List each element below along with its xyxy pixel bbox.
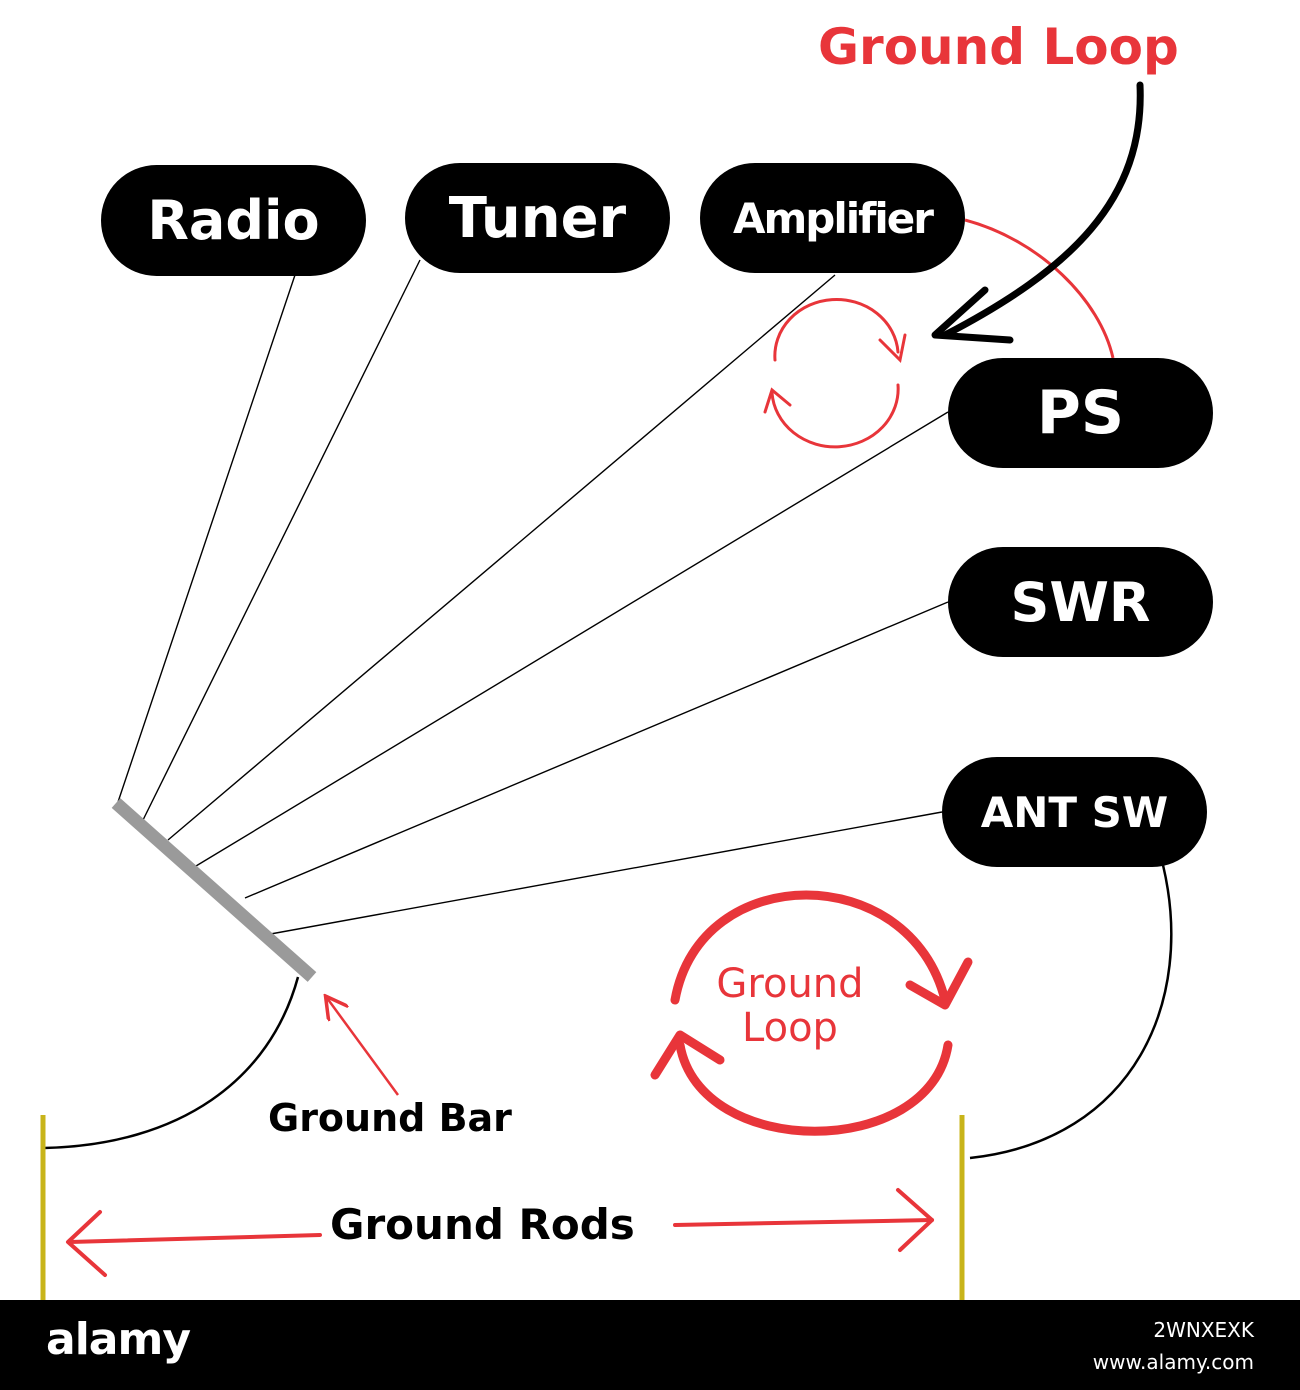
ground-rods-span-arrows [66, 1188, 934, 1277]
device-swr-label: SWR [1010, 570, 1151, 634]
wire-antsw-to-right-rod [969, 864, 1173, 1160]
ground-bar-label: Ground Bar [268, 1096, 512, 1140]
wire-swr [244, 601, 949, 899]
device-amplifier: Amplifier [700, 163, 965, 273]
wire-tuner [142, 259, 421, 821]
device-radio-label: Radio [147, 189, 320, 252]
device-tuner: Tuner [405, 163, 670, 273]
ground-bar-pointer-arrow [327, 998, 400, 1096]
device-radio: Radio [101, 165, 366, 276]
ground-loop-inner-line1: Ground [716, 961, 864, 1007]
ground-loop-inner-line2: Loop [742, 1005, 838, 1051]
wire-bar-to-left-rod [43, 976, 300, 1150]
wire-ps [195, 411, 949, 867]
wire-radio [117, 274, 296, 803]
device-ps-label: PS [1036, 378, 1125, 448]
ground-loop-inner-label: Ground Loop [690, 962, 890, 1050]
watermark-footer: alamy 2WNXEXK www.alamy.com [0, 1300, 1300, 1390]
device-ant-sw-label: ANT SW [980, 787, 1169, 837]
small-cycle-arrows-icon [763, 298, 907, 449]
watermark-logo: alamy [46, 1314, 191, 1365]
device-amplifier-label: Amplifier [733, 193, 934, 243]
device-ps: PS [948, 358, 1213, 468]
ground-bar [111, 798, 317, 982]
device-tuner-label: Tuner [448, 185, 627, 251]
ground-wires [117, 259, 949, 936]
watermark-image-id: 2WNXEXK [1153, 1318, 1254, 1342]
ground-loop-diagram [40, 81, 1173, 1300]
large-cycle-arrows-icon [650, 890, 973, 1136]
watermark-site: www.alamy.com [1092, 1350, 1254, 1374]
ground-rods-label: Ground Rods [330, 1200, 635, 1249]
ground-loop-title: Ground Loop [818, 18, 1179, 76]
wire-amplifier [167, 274, 836, 841]
ground-loop-pointer-arrow [931, 81, 1144, 344]
ground-loop-wire-amp-ps [964, 218, 1115, 359]
device-swr: SWR [948, 547, 1213, 657]
device-ant-sw: ANT SW [942, 757, 1207, 867]
wire-ant-sw [264, 811, 943, 936]
